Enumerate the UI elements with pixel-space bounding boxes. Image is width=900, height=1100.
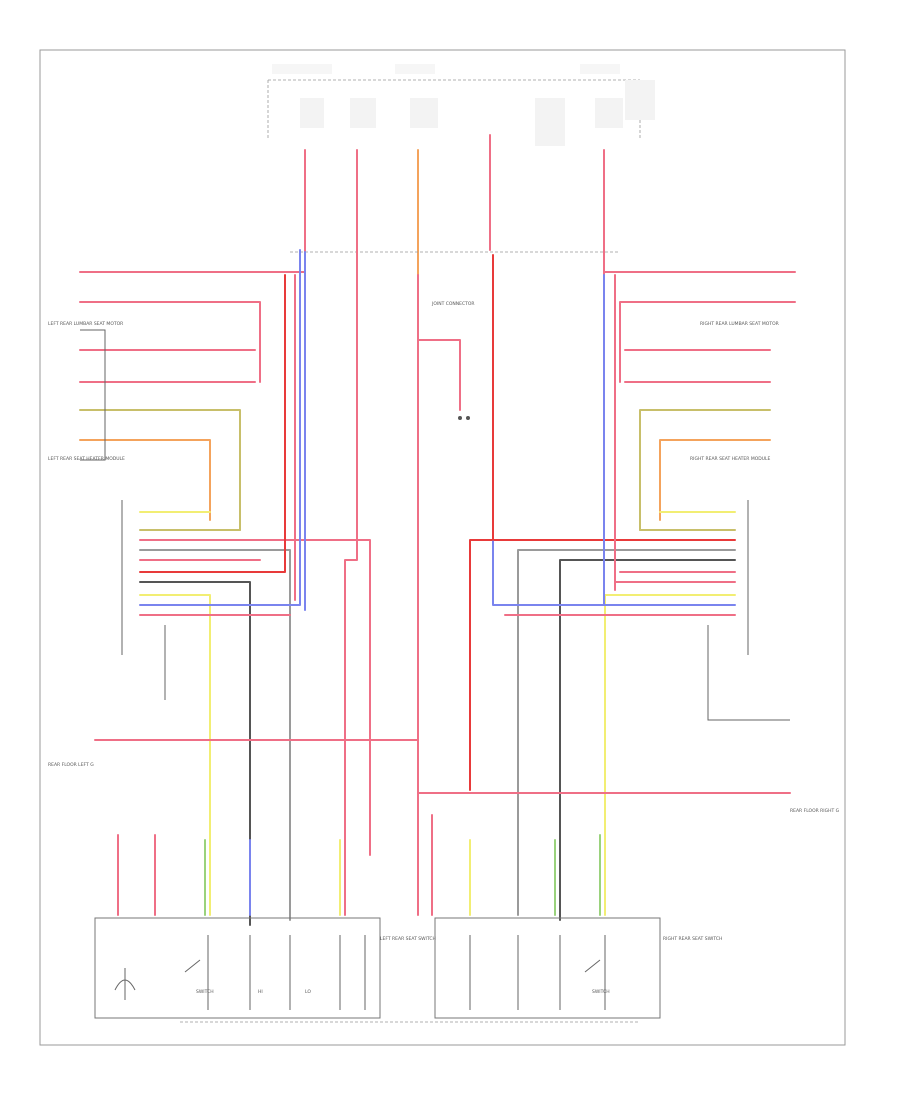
right-rear-seat-switch — [434, 917, 661, 1019]
right-heater-module-label: RIGHT REAR SEAT HEATER MODULE — [690, 456, 771, 462]
fuse-labels — [272, 64, 655, 146]
wire-right-pin-dark — [559, 559, 736, 921]
left-rear-seat-switch — [94, 917, 381, 1019]
switch-label-2: HI — [258, 989, 263, 995]
junction-dot-2 — [466, 416, 470, 420]
switch-label-1: SWITCH — [196, 989, 214, 995]
wire-left-pin-gray — [139, 549, 291, 921]
wire-left-pink-riser — [344, 249, 358, 916]
left-switch-internal — [184, 935, 366, 1010]
wire-right-olive — [639, 409, 771, 531]
left-ground-label: REAR FLOOR LEFT G — [48, 762, 94, 768]
right-ground-label: REAR FLOOR RIGHT G — [790, 808, 840, 814]
junction-dot-1 — [458, 416, 462, 420]
left-switch-knob-icon — [114, 968, 136, 1000]
wire-right-pin-yellow2 — [604, 594, 736, 916]
switch-label-4: SWITCH — [592, 989, 610, 995]
right-lumbar-motor-label: RIGHT REAR LUMBAR SEAT MOTOR — [700, 321, 779, 327]
wire-right-pin-blue — [492, 539, 736, 606]
wire-left-orange — [79, 439, 211, 521]
wire-left-pin-yellow2 — [139, 594, 211, 916]
left-switch-label: LEFT REAR SEAT SWITCH — [380, 936, 436, 942]
wire-left-pin-pink1 — [139, 539, 371, 856]
wire-right-pink-h2 — [619, 301, 796, 383]
left-lumbar-motor-label: LEFT REAR LUMBAR SEAT MOTOR — [48, 321, 123, 327]
wire-left-olive — [79, 409, 241, 531]
switch-label-3: LO — [305, 989, 311, 995]
left-heater-module-label: LEFT REAR SEAT HEATER MODULE — [48, 456, 125, 462]
right-switch-label: RIGHT REAR SEAT SWITCH — [663, 936, 722, 942]
left-lumbar-box — [80, 329, 106, 461]
right-ground-stub — [707, 625, 790, 721]
wire-right-orange — [659, 439, 771, 521]
junction-label: JOINT CONNECTOR — [431, 301, 475, 307]
wire-left-pin-blue — [139, 249, 301, 606]
wire-right-pin-red — [469, 539, 736, 791]
right-switch-internal — [469, 935, 606, 1010]
wire-left-pin-dark — [139, 581, 251, 926]
wire-center-branch — [417, 339, 461, 411]
diagram-frame — [39, 49, 846, 1046]
wire-left-pink-h2 — [79, 301, 261, 383]
wire-right-pin-gray — [517, 549, 736, 916]
wire-left-pin-red — [139, 274, 286, 573]
